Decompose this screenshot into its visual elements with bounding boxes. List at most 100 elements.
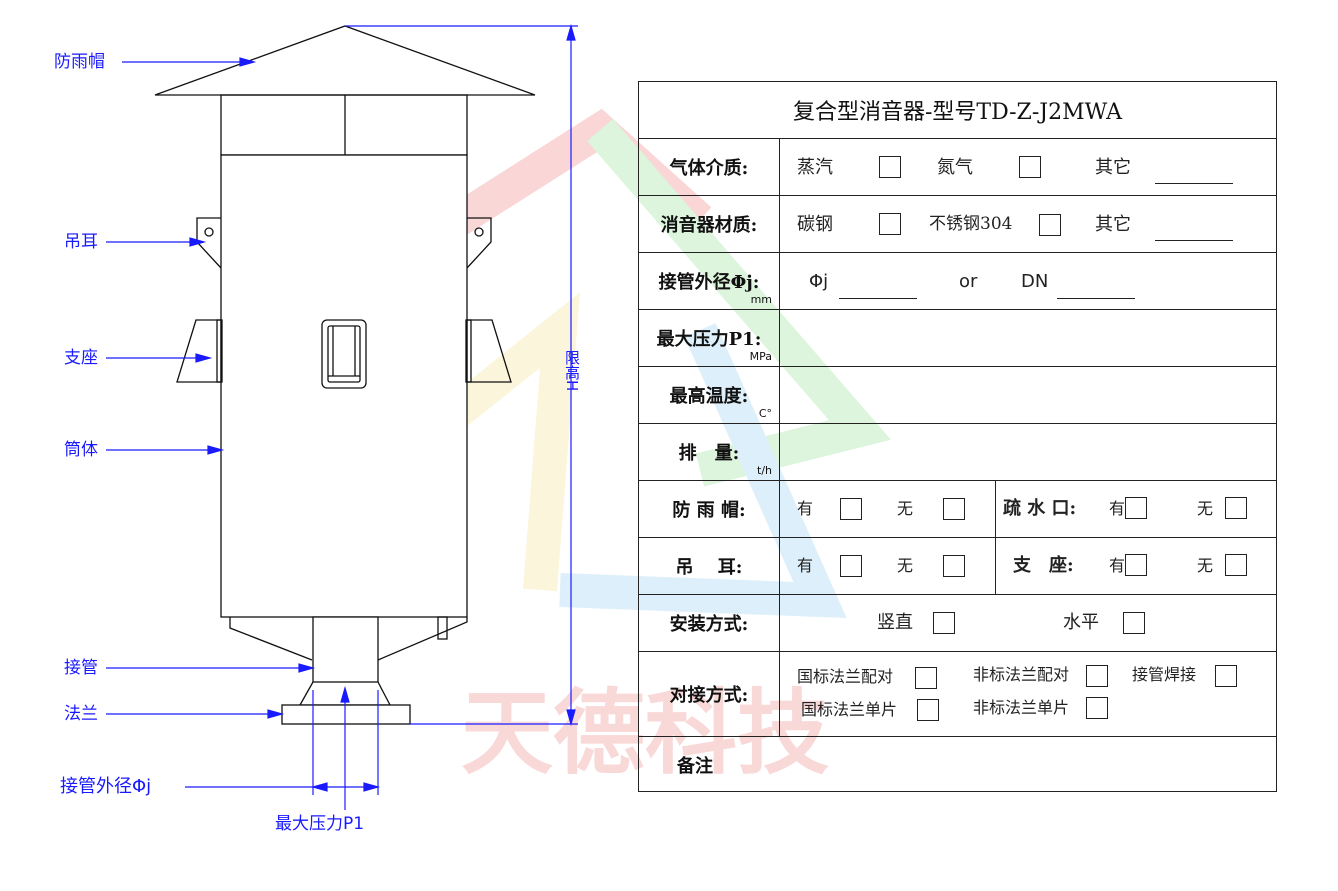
connect-opt4-checkbox[interactable] [917,699,939,721]
material-ss304-checkbox[interactable] [1039,214,1061,236]
material-opt-carbon: 碳钢 [797,214,833,235]
connect-opt5: 非标法兰单片 [973,698,1070,717]
drain-yes-checkbox[interactable] [1125,497,1147,519]
material-opt-other: 其它 [1095,214,1131,235]
label-lifting-lug: 吊耳 [64,232,98,252]
flow-unit: t/h [757,464,772,477]
install-vertical: 竖直 [877,612,913,633]
label-support: 支座 [64,348,98,368]
gas-opt-steam: 蒸汽 [797,157,833,178]
gas-steam-checkbox[interactable] [879,156,901,178]
row-material: 消音器材质: 碳钢 不锈钢304 其它 [639,195,1276,252]
label-shell: 筒体 [64,440,98,460]
label-flange: 法兰 [64,704,98,724]
row-lug-seat: 吊 耳: 有 无 支 座: 有 无 [639,537,1276,594]
seat-no: 无 [1197,556,1214,575]
install-vertical-checkbox[interactable] [933,612,955,634]
row-connect: 对接方式: 国标法兰配对 非标法兰配对 接管焊接 国标法兰单片 非标法兰单片 [639,651,1276,736]
connect-opt3: 接管焊接 [1132,665,1197,684]
material-carbon-checkbox[interactable] [879,213,901,235]
rain-cap-label: 防 雨 帽: [639,481,780,537]
gas-opt-other: 其它 [1095,157,1131,178]
watermark-logo-red [425,108,712,250]
label-pipe-od: 接管外径Φj [60,776,152,797]
gas-opt-nitrogen: 氮气 [937,157,973,178]
row-install: 安装方式: 竖直 水平 [639,594,1276,651]
drain-outlet [437,616,448,640]
connect-opt2: 非标法兰配对 [973,665,1070,684]
left-lug [196,217,222,269]
remarks-label: 备注 [677,755,713,777]
lug-yes: 有 [797,556,814,575]
left-support [176,319,222,383]
connect-opt5-checkbox[interactable] [1086,697,1108,719]
gas-nitrogen-checkbox[interactable] [1019,156,1041,178]
rain-cap-no: 无 [897,499,914,518]
pipe-od-input[interactable] [839,298,917,299]
pipe-od-or: or [959,271,978,292]
pipe-od-label-text: 接管外径Φj: [658,272,760,293]
connect-opt4: 国标法兰单片 [801,700,898,719]
install-horizontal-checkbox[interactable] [1123,612,1145,634]
flow-label: 排 量: t/h [639,424,780,480]
lug-yes-checkbox[interactable] [840,555,862,577]
lug-no-checkbox[interactable] [943,555,965,577]
row-rain-cap-drain: 防 雨 帽: 有 无 疏 水 口: 有 无 [639,480,1276,537]
max-pressure-label-text: 最大压力P1: [656,329,762,350]
rain-cap-yes-checkbox[interactable] [840,498,862,520]
drain-no-checkbox[interactable] [1225,497,1247,519]
row-max-temp: 最高温度: C° [639,366,1276,423]
flow-label-text: 排 量: [678,443,740,464]
install-horizontal: 水平 [1063,612,1099,633]
label-max-pressure: 最大压力P1 [275,814,365,834]
gas-other-input[interactable] [1155,183,1233,184]
rain-cap-shape [154,25,536,96]
row-max-pressure: 最大压力P1: MPa [639,309,1276,366]
lug-no: 无 [897,556,914,575]
bottom-cone [229,617,468,661]
pipe-dn-input[interactable] [1057,298,1135,299]
shell-body [220,154,468,618]
max-temp-label-text: 最高温度: [669,386,749,407]
rain-drain-divider [995,481,996,537]
connect-opt1: 国标法兰配对 [797,667,894,686]
install-label: 安装方式: [639,595,780,651]
rain-cap-no-checkbox[interactable] [943,498,965,520]
max-temp-label: 最高温度: C° [639,367,780,423]
right-support [466,319,512,383]
spec-sheet: 复合型消音器-型号TD-Z-J2MWA 气体介质: 蒸汽 氮气 其它 消音器材质… [638,81,1277,792]
cap-column [220,94,468,156]
flange-shape [281,704,411,725]
connect-opt2-checkbox[interactable] [1086,665,1108,687]
max-temp-unit: C° [758,407,772,420]
connect-opt3-checkbox[interactable] [1215,665,1237,687]
seat-yes: 有 [1109,556,1126,575]
watermark-logo-green [587,118,891,487]
seat-yes-checkbox[interactable] [1125,554,1147,576]
drain-label: 疏 水 口: [1003,498,1077,519]
watermark-logo-blue [559,323,847,619]
label-height-limit: 限高H [563,350,581,392]
rain-cap-yes: 有 [797,499,814,518]
material-label: 消音器材质: [639,196,780,252]
watermark-text: 天德科技 [461,680,829,787]
lug-label: 吊 耳: [639,538,780,594]
sheet-title: 复合型消音器-型号TD-Z-J2MWA [792,100,1123,125]
row-pipe-od: 接管外径Φj: mm Φj or DN [639,252,1276,309]
seat-no-checkbox[interactable] [1225,554,1247,576]
silencer-drawing [106,23,578,810]
material-other-input[interactable] [1155,240,1233,241]
pipe-od-label: 接管外径Φj: mm [639,253,780,309]
drain-no: 无 [1197,499,1214,518]
label-pipe: 接管 [64,658,98,678]
material-opt-ss304: 不锈钢304 [929,214,1013,234]
max-pressure-unit: MPa [749,350,772,363]
max-pressure-label: 最大压力P1: MPa [639,310,780,366]
right-lug [466,217,492,269]
nameplate [321,319,367,389]
connect-opt1-checkbox[interactable] [915,667,937,689]
row-flow: 排 量: t/h [639,423,1276,480]
pipe-od-phi: Φj [809,271,829,292]
row-gas-medium: 气体介质: 蒸汽 氮气 其它 [639,138,1276,195]
gas-medium-label: 气体介质: [639,139,780,195]
